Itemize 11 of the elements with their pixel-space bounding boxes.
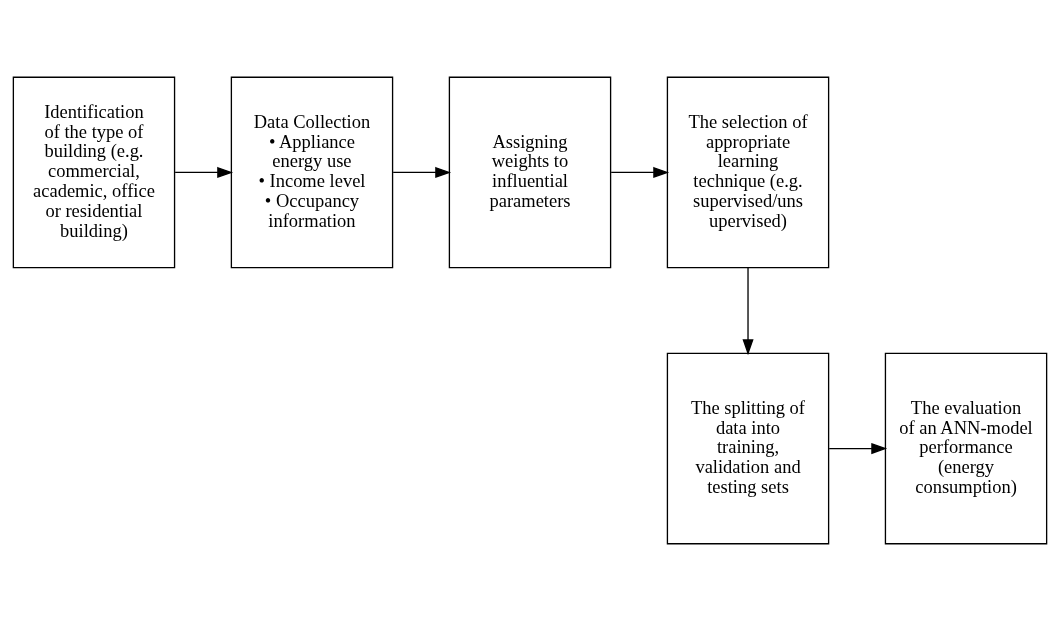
arrow bbox=[742, 266, 754, 355]
node-box: The evaluation of an ANN-model performance (energy consumption) bbox=[884, 352, 1048, 544]
node-box: The selection of appropriate learning technique (e.g. supervised/uns upervised) bbox=[666, 76, 830, 268]
node-box: Data Collection • Appliance energy use • Income level • Occupancy information bbox=[230, 76, 394, 268]
node-box: Assigning weights to influential parameters bbox=[448, 76, 612, 268]
arrow bbox=[392, 166, 452, 178]
arrow bbox=[610, 166, 670, 178]
arrow bbox=[174, 166, 234, 178]
arrow bbox=[828, 442, 888, 454]
node-box: Identification of the type of building (e.g. commercial, academic, office or residential building) bbox=[12, 76, 176, 268]
node-box: The splitting of data into training, validation and testing sets bbox=[666, 352, 830, 544]
